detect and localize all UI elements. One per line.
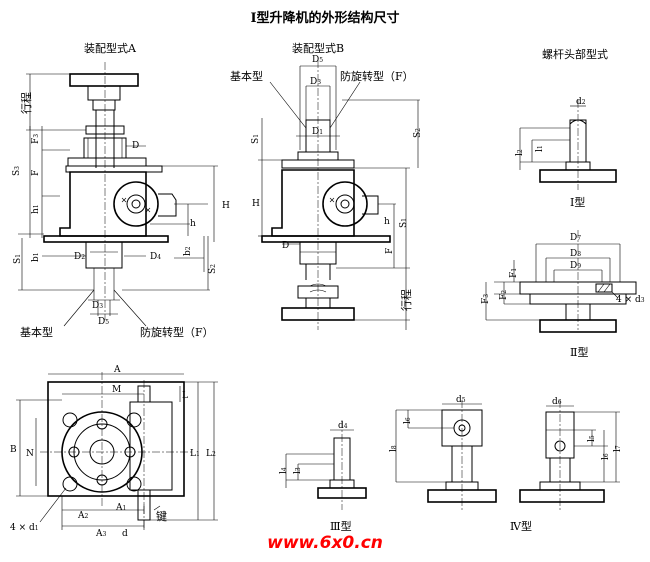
- dim-a1: A1: [115, 503, 126, 513]
- dim-f3-head: F3: [481, 294, 491, 304]
- dim-d3-b: D3: [310, 77, 321, 87]
- dim-l6-head: l6: [601, 453, 611, 460]
- dim-d2-head: d2: [576, 97, 586, 107]
- head-type-3: d4 l4 l3 Ⅲ型: [279, 420, 367, 533]
- dim-f-a: F: [31, 170, 41, 176]
- dim-f-b: F: [385, 248, 395, 254]
- dim-s1-b-top: S1: [251, 134, 261, 144]
- dim-d2-a: D2: [74, 252, 85, 262]
- dim-s2-b: S2: [413, 128, 423, 138]
- dim-d9-head: D9: [570, 261, 581, 271]
- dim-l: L: [182, 391, 188, 401]
- dim-h-a: H: [222, 201, 230, 211]
- dim-n: N: [26, 449, 34, 459]
- dim-b2-a: b2: [183, 246, 193, 256]
- dim-a: A: [113, 365, 121, 375]
- dim-b1-a: b1: [31, 252, 41, 262]
- dim-l5-head: l5: [587, 435, 597, 442]
- head-type-3b: d5 l8 l6: [389, 395, 497, 510]
- assembly-b-view: [258, 60, 420, 330]
- head-type-2: D7 D8 D9 F1 F2 F3 4 × d3 Ⅱ型: [481, 230, 645, 359]
- assembly-a-dim-labels: 行程 F3 S3 F h1 S1 b1 D H h b2 S2 D2 D4 D3…: [12, 92, 230, 339]
- dim-d5-head: d5: [456, 395, 466, 405]
- assembly-b-dim-labels: D5 D3 D1 基本型 防旋转型（F） S1 H S2 S1 h F D 行程: [230, 55, 423, 311]
- heading-screw-head: 螺杆头部型式: [542, 47, 608, 61]
- dim-b-plan: B: [10, 445, 17, 455]
- dim-l8-head: l8: [389, 445, 399, 452]
- dim-f3: F3: [31, 134, 41, 144]
- dim-h-b: H: [252, 199, 260, 209]
- dim-d8-head: D8: [570, 249, 581, 259]
- label-head-type-3: Ⅲ型: [330, 519, 352, 533]
- dim-d-a: D: [132, 141, 139, 151]
- label-basic-b: 基本型: [230, 69, 263, 83]
- label-head-type-4: Ⅳ型: [510, 519, 532, 533]
- dim-l2-plan: L2: [206, 449, 216, 459]
- label-key: 键: [156, 509, 167, 523]
- dim-f2-head: F2: [499, 290, 509, 300]
- dim-h-lower-b: h: [384, 217, 390, 227]
- label-stroke-b: 行程: [400, 289, 413, 311]
- dim-d4-a: D4: [150, 252, 161, 262]
- dim-l2-head: l2: [515, 149, 525, 156]
- base-plan-view: [16, 372, 218, 530]
- dim-l4-head: l4: [279, 467, 289, 474]
- dim-s3-a: S3: [12, 166, 22, 176]
- label-stroke-a: 行程: [20, 92, 33, 114]
- dim-s2-a: S2: [208, 264, 218, 274]
- heading-assembly-b: 装配型式B: [292, 41, 344, 55]
- base-plan-dim-labels: A M B N L L1 L2 A2 A1 A3 d 4 × d1 键: [10, 365, 216, 539]
- dim-m: M: [112, 385, 121, 395]
- dim-4xd1: 4 × d1: [10, 523, 39, 533]
- dim-d6-head: d6: [552, 397, 562, 407]
- dim-l1-head: l1: [535, 145, 545, 152]
- assembly-a-view: [18, 62, 218, 327]
- head-type-1: d2 l2 l1 Ⅰ型: [515, 97, 617, 209]
- head-type-4: d6 l5 l6 l7 Ⅳ型: [510, 397, 623, 533]
- dim-d5-a: D5: [98, 317, 109, 327]
- dim-d-plan: d: [122, 529, 128, 539]
- dim-s1-b: S1: [399, 218, 409, 228]
- dim-d-b: D: [282, 241, 289, 251]
- label-basic-a: 基本型: [20, 325, 53, 339]
- dim-l7-head: l7: [613, 445, 623, 452]
- dim-a3: A3: [95, 529, 107, 539]
- dim-d1-b: D1: [312, 127, 323, 137]
- label-anti-rotation-a: 防旋转型（F）: [140, 325, 214, 339]
- dim-l3-head: l3: [293, 467, 303, 474]
- label-head-type-2: Ⅱ型: [570, 345, 588, 359]
- dim-h1-a: h1: [31, 204, 41, 214]
- dim-l1-plan: L1: [190, 449, 200, 459]
- dim-l6-head-b: l6: [403, 417, 413, 424]
- watermark: www.6x0.cn: [267, 533, 383, 553]
- heading-assembly-a: 装配型式A: [84, 41, 137, 55]
- dim-d3-a: D3: [92, 301, 103, 311]
- dim-d5-b: D5: [312, 55, 323, 65]
- drawing-title: Ⅰ型升降机的外形结构尺寸: [250, 10, 399, 26]
- dim-d7-head: D7: [570, 233, 581, 243]
- dim-4xd3-head: 4 × d3: [616, 295, 645, 305]
- dim-h-lower-a: h: [190, 219, 196, 229]
- label-head-type-1: Ⅰ型: [570, 195, 585, 209]
- label-anti-rotation-b: 防旋转型（F）: [340, 69, 414, 83]
- dim-f1-head: F1: [509, 268, 519, 278]
- dim-s1-a: S1: [13, 254, 23, 264]
- dim-d4-head: d4: [338, 421, 348, 431]
- dim-a2: A2: [77, 511, 89, 521]
